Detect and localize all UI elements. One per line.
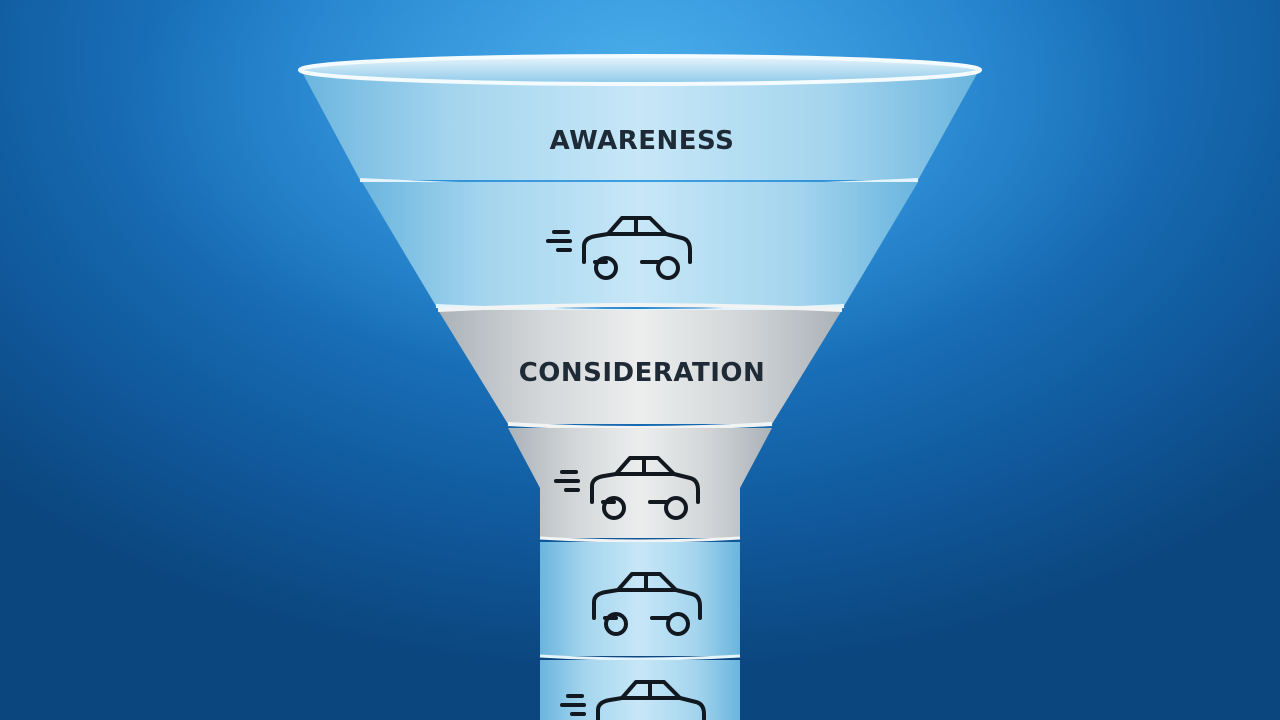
stage-label-awareness: AWARENESS bbox=[550, 126, 735, 156]
stage-label-consideration: CONSIDERATION bbox=[519, 358, 766, 388]
funnel-stage-6 bbox=[540, 660, 740, 720]
funnel-stage-awareness: AWARENESS bbox=[302, 72, 978, 189]
funnel-stage-consideration: CONSIDERATION bbox=[437, 303, 843, 430]
funnel-stage-2 bbox=[362, 182, 918, 313]
funnel-stage-5 bbox=[539, 542, 741, 661]
funnel-stage-4 bbox=[508, 428, 772, 543]
funnel-rim bbox=[298, 54, 982, 86]
